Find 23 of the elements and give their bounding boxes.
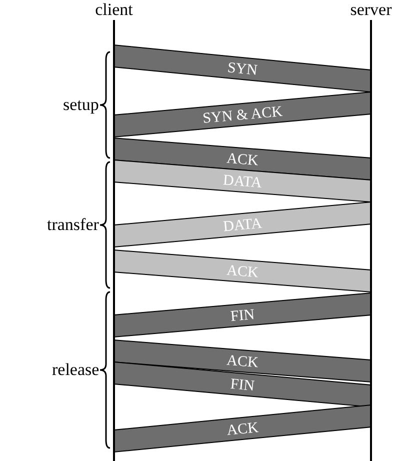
- edge-label: ACK: [226, 150, 259, 170]
- message-band: [114, 249, 372, 293]
- edge-label: ACK: [226, 420, 260, 439]
- edge-label: DATA: [222, 172, 262, 192]
- message-band: [114, 91, 372, 138]
- phase-label: setup: [63, 95, 99, 115]
- message-band: [114, 361, 372, 408]
- message-band: [114, 159, 372, 203]
- edge-label: SYN: [226, 60, 258, 79]
- edge-label: FIN: [230, 307, 256, 325]
- edge-label: FIN: [230, 376, 256, 395]
- message-band: [114, 404, 372, 453]
- message-band: [114, 339, 372, 383]
- phase-label: transfer: [47, 215, 99, 235]
- message-band: [114, 292, 372, 338]
- edge-label: DATA: [222, 216, 263, 236]
- message-band: [114, 44, 372, 93]
- phase-label: release: [52, 360, 100, 380]
- message-band: [114, 137, 372, 181]
- edge-label: SYN & ACK: [202, 104, 284, 128]
- edge-label: ACK: [226, 262, 259, 282]
- message-band: [114, 201, 372, 248]
- edge-label: ACK: [226, 352, 259, 372]
